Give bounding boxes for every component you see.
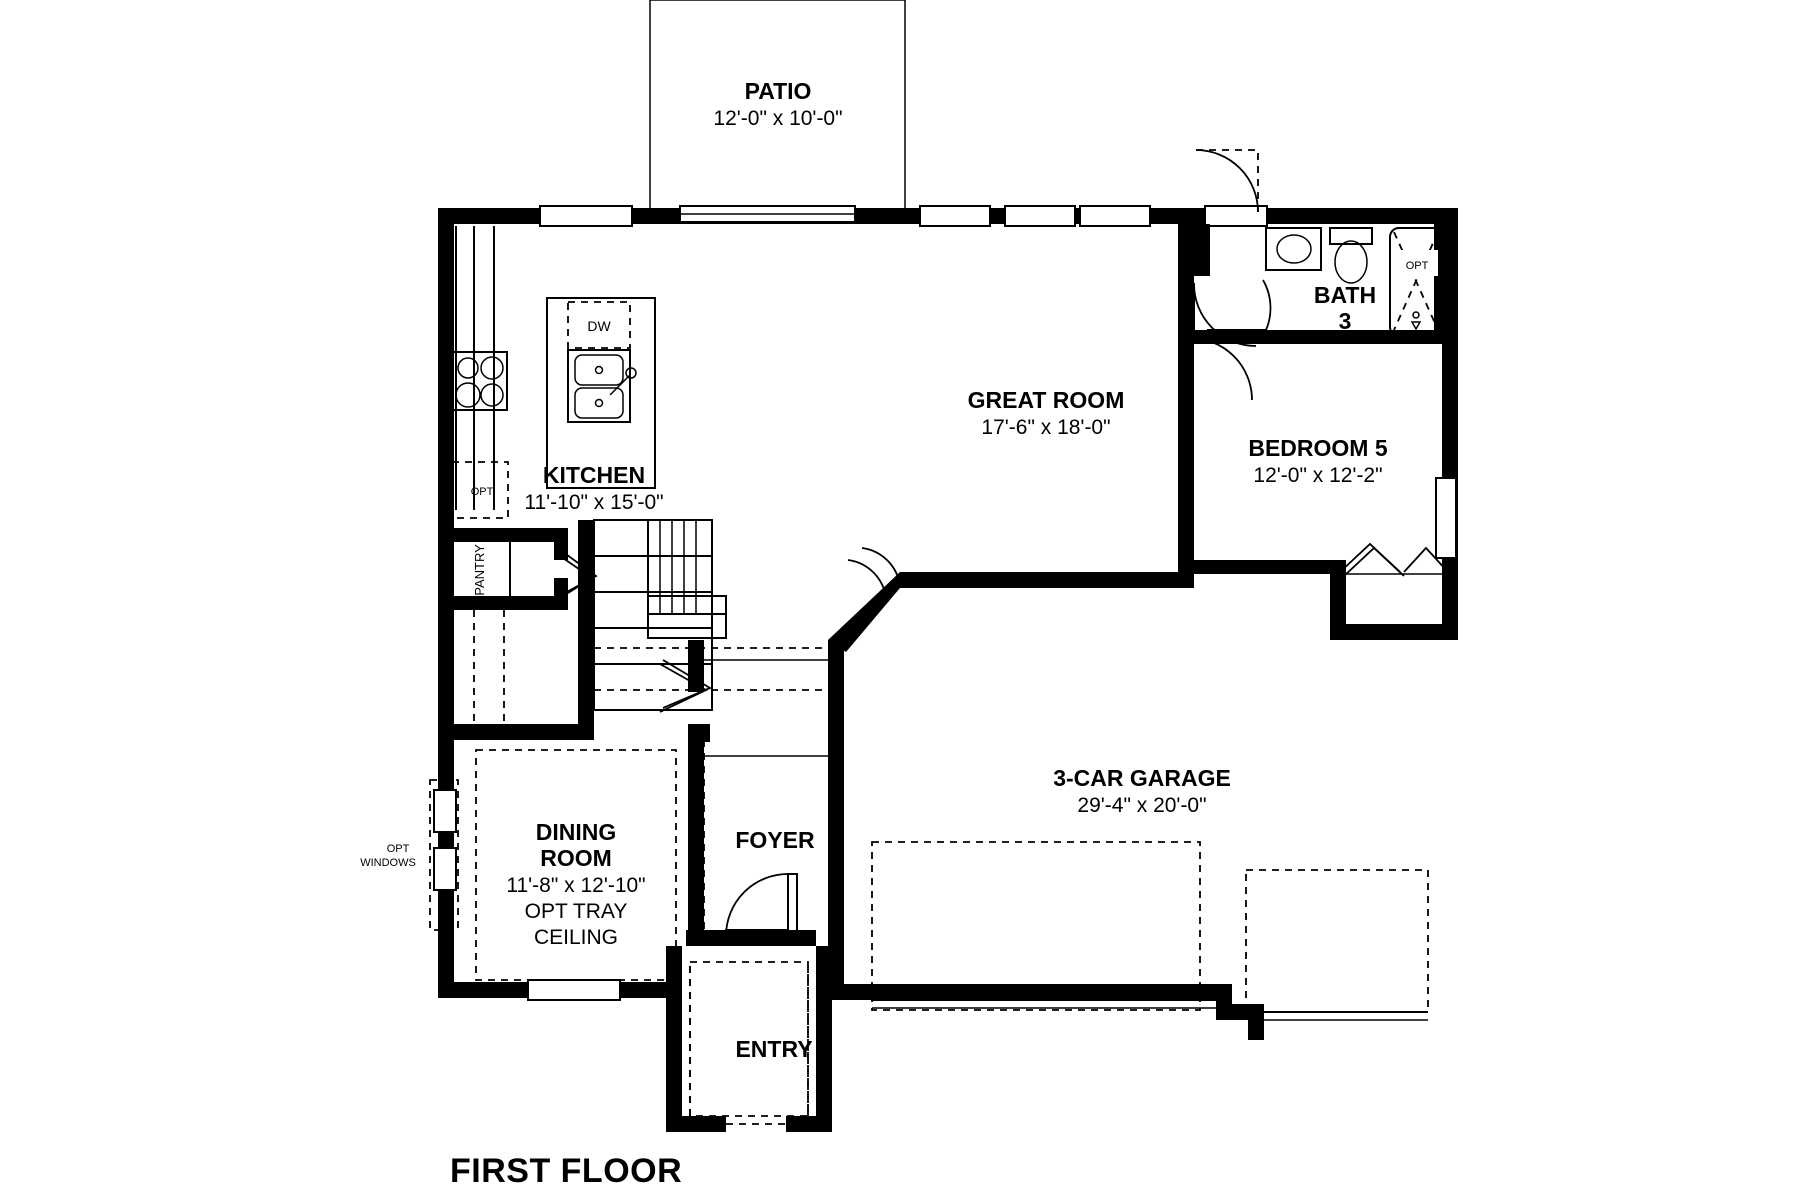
room-label-kitchen: KITCHEN 11'-10" x 15'-0" <box>524 462 663 514</box>
room-label-garage: 3-CAR GARAGE 29'-4" x 20'-0" <box>1053 765 1231 817</box>
dining-tray-ceiling-outline <box>475 749 677 981</box>
cooktop-icon <box>451 351 508 411</box>
staircase <box>593 519 727 713</box>
room-label-patio: PATIO 12'-0" x 10'-0" <box>713 78 842 130</box>
interior-walls <box>454 520 816 946</box>
great-room-door <box>847 547 901 599</box>
patio-area <box>649 0 906 210</box>
kitchen-fixtures: OPT DW <box>451 226 656 519</box>
opt-shower: OPT <box>1389 227 1443 337</box>
garage-name: 3-CAR GARAGE <box>1053 765 1231 791</box>
dining-note-line1: OPT TRAY <box>525 900 628 923</box>
kitchen-dim: 11'-10" x 15'-0" <box>524 491 663 514</box>
opt-kitchen-label: OPT <box>471 486 494 498</box>
kitchen-name: KITCHEN <box>543 462 645 488</box>
sink-icon <box>567 349 637 423</box>
patio-name: PATIO <box>745 78 812 104</box>
dining-note-line2: CEILING <box>534 926 618 949</box>
dining-dim: 11'-8" x 12'-10" <box>506 874 645 897</box>
bath3-name-line2: 3 <box>1339 308 1352 334</box>
window-bedroom5 <box>1435 477 1457 559</box>
room-label-entry: ENTRY <box>735 1036 812 1062</box>
page-title: FIRST FLOOR <box>450 1152 682 1190</box>
room-label-foyer: FOYER <box>735 827 815 853</box>
great-room-dim: 17'-6" x 18'-0" <box>981 416 1110 439</box>
foyer-name: FOYER <box>735 827 815 853</box>
vanity-icon <box>1265 227 1322 271</box>
opt-shower-label: OPT <box>1406 260 1429 272</box>
dishwasher-label: DW <box>587 318 611 334</box>
window-dining-south <box>527 979 621 1001</box>
great-room-walls <box>828 224 1346 1040</box>
window-bath <box>1204 205 1268 227</box>
dining-name-line1: DINING <box>536 819 617 845</box>
bath3-name-line1: BATH <box>1314 282 1376 308</box>
patio-slider-door <box>679 205 856 223</box>
bath-3-area: OPT <box>1194 149 1444 344</box>
opt-kitchen-appliance: OPT <box>451 461 509 519</box>
patio-dim: 12'-0" x 10'-0" <box>713 107 842 130</box>
great-room-name: GREAT ROOM <box>968 387 1125 413</box>
bedroom5-name: BEDROOM 5 <box>1248 435 1388 461</box>
entry-name: ENTRY <box>735 1036 812 1062</box>
dishwasher-icon: DW <box>567 301 631 349</box>
room-label-dining: DINING ROOM 11'-8" x 12'-10" OPT TRAY CE… <box>506 819 645 949</box>
bedroom5-dim: 12'-0" x 12'-2" <box>1253 464 1382 487</box>
foyer-entry-area <box>666 873 832 1132</box>
top-windows <box>539 205 1268 227</box>
pantry-label: PANTRY <box>472 544 487 596</box>
window-great-2 <box>1004 205 1076 227</box>
garage-dim: 29'-4" x 20'-0" <box>1077 794 1206 817</box>
dashed-ceiling-lines <box>594 647 836 930</box>
room-label-bedroom5: BEDROOM 5 12'-0" x 12'-2" <box>1248 435 1388 487</box>
opt-windows-label-line2: WINDOWS <box>360 857 416 869</box>
toilet-icon <box>1329 227 1373 284</box>
bedroom5-closet <box>1178 283 1456 577</box>
pantry-area: PANTRY <box>438 528 598 740</box>
dining-room-area <box>475 749 677 1001</box>
garage-bays <box>871 841 1429 1021</box>
room-label-great-room: GREAT ROOM 17'-6" x 18'-0" <box>968 387 1125 439</box>
opt-windows-label-line1: OPT <box>387 843 410 855</box>
front-door <box>725 873 798 940</box>
dining-name-line2: ROOM <box>540 845 612 871</box>
room-labels: PATIO 12'-0" x 10'-0" KITCHEN 11'-10" x … <box>506 78 1387 1062</box>
kitchen-island: DW <box>546 297 656 489</box>
window-kitchen <box>539 205 633 227</box>
window-great-3 <box>1079 205 1151 227</box>
opt-windows-group: OPT WINDOWS <box>360 779 459 931</box>
window-great-1 <box>919 205 991 227</box>
room-label-bath3: BATH 3 <box>1314 282 1376 334</box>
